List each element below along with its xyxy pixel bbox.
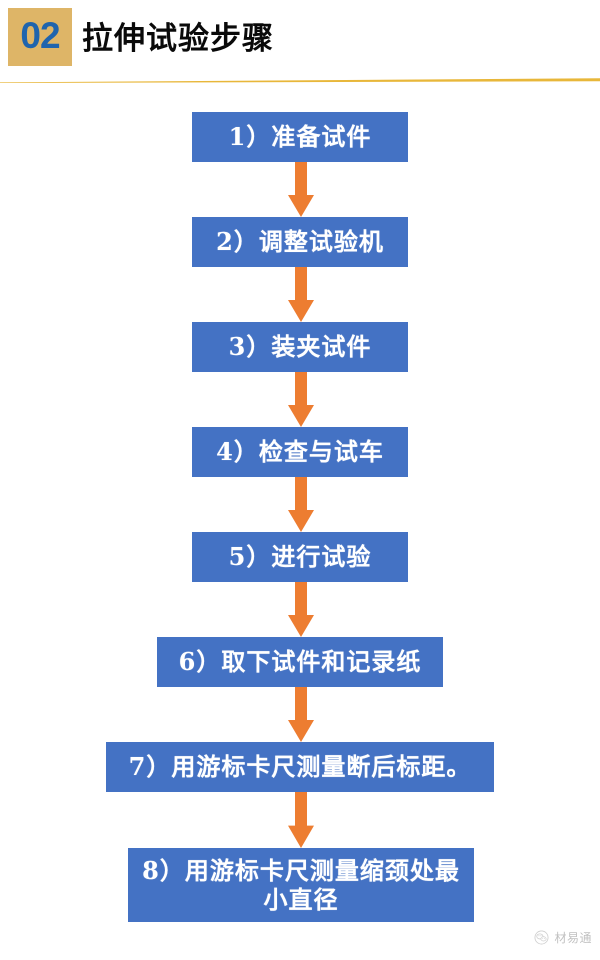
flow-node-5[interactable]: 5）进行试验 bbox=[192, 532, 408, 582]
watermark-label: 材易通 bbox=[554, 931, 592, 945]
watermark: 材易通 bbox=[534, 929, 592, 946]
flow-node-6[interactable]: 6）取下试件和记录纸 bbox=[157, 637, 443, 687]
flow-node-7[interactable]: 7）用游标卡尺测量断后标距。 bbox=[106, 742, 494, 792]
section-number: 02 bbox=[20, 15, 60, 56]
flow-node-3-label: 3）装夹试件 bbox=[228, 332, 372, 362]
flow-node-4[interactable]: 4）检查与试车 bbox=[192, 427, 408, 477]
arrow-1-2-arrow-icon bbox=[288, 162, 314, 217]
flow-node-7-label: 7）用游标卡尺测量断后标距。 bbox=[128, 752, 472, 782]
flow-node-2-label: 2）调整试验机 bbox=[216, 227, 384, 257]
flow-node-1-label: 1）准备试件 bbox=[228, 122, 372, 152]
arrow-7-8-arrow-icon bbox=[288, 792, 314, 848]
page-title: 拉伸试验步骤 bbox=[82, 21, 274, 57]
flow-node-8-label: 8）用游标卡尺测量缩颈处最小直径 bbox=[142, 855, 460, 914]
flow-node-2[interactable]: 2）调整试验机 bbox=[192, 217, 408, 267]
arrow-2-3-arrow-icon bbox=[288, 267, 314, 322]
flow-node-8[interactable]: 8）用游标卡尺测量缩颈处最小直径 bbox=[128, 848, 474, 922]
arrow-6-7-arrow-icon bbox=[288, 687, 314, 742]
flow-node-4-label: 4）检查与试车 bbox=[216, 437, 384, 467]
flow-node-1[interactable]: 1）准备试件 bbox=[192, 112, 408, 162]
arrow-5-6-arrow-icon bbox=[288, 582, 314, 637]
flow-node-5-label: 5）进行试验 bbox=[228, 542, 372, 572]
process-flowchart: 1）准备试件 2）调整试验机 3）装夹试件 4）检查与试车 5）进行试验 6）取下试件和记… bbox=[0, 80, 600, 960]
arrow-3-4-arrow-icon bbox=[288, 372, 314, 427]
arrow-4-5-arrow-icon bbox=[288, 477, 314, 532]
wechat-logo-icon bbox=[534, 930, 549, 945]
slide-header: 02 拉伸试验步骤 bbox=[0, 0, 600, 83]
section-number-badge: 02 bbox=[8, 8, 72, 66]
flow-node-3[interactable]: 3）装夹试件 bbox=[192, 322, 408, 372]
header-divider bbox=[0, 70, 600, 83]
flow-node-6-label: 6）取下试件和记录纸 bbox=[178, 647, 422, 677]
